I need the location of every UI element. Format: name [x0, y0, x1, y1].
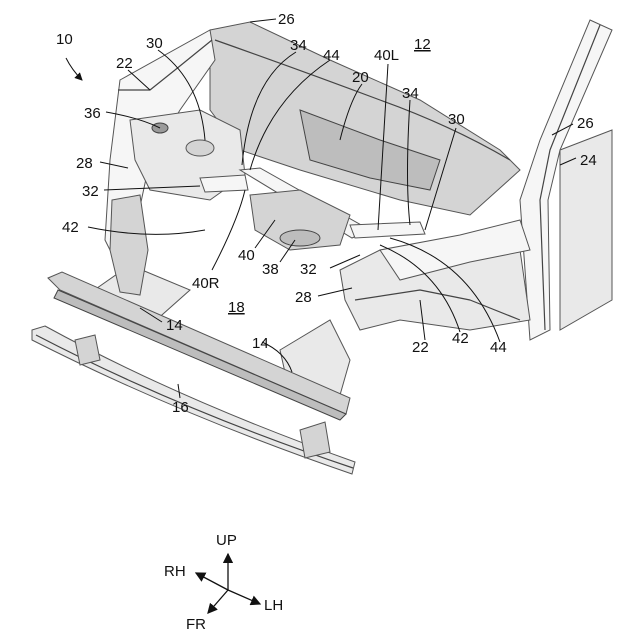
- ref-34-left: 34: [290, 37, 307, 54]
- bracket-left: [75, 335, 100, 365]
- direction-indicator: UP RH LH FR: [164, 532, 283, 633]
- ref-22-upper: 22: [116, 55, 133, 72]
- axis-fr-arrow: [208, 590, 228, 613]
- vehicle-front-structure: [32, 20, 612, 474]
- ref-40R: 40R: [192, 275, 220, 292]
- ref-30-right: 30: [448, 111, 465, 128]
- tunnel-opening-38: [280, 230, 320, 246]
- ref-40L: 40L: [374, 47, 399, 64]
- ref-18: 18: [228, 299, 245, 316]
- ref-44-upper: 44: [323, 47, 340, 64]
- ref-36: 36: [84, 105, 101, 122]
- ref-42-right: 42: [452, 330, 469, 347]
- axis-fr-label: FR: [186, 616, 206, 633]
- ref-32-left: 32: [82, 183, 99, 200]
- ref-28-left: 28: [76, 155, 93, 172]
- axis-up-label: UP: [216, 532, 237, 549]
- ref-28-right: 28: [295, 289, 312, 306]
- dash-panel: [210, 22, 520, 215]
- axis-rh-label: RH: [164, 563, 186, 580]
- ref-12: 12: [414, 36, 431, 53]
- ref-14-left: 14: [166, 317, 183, 334]
- ref-22-lower: 22: [412, 339, 429, 356]
- ref-26-right: 26: [577, 115, 594, 132]
- bracket-right: [300, 422, 330, 458]
- ref-32-right: 32: [300, 261, 317, 278]
- axis-rh-arrow: [196, 573, 228, 590]
- ref-20: 20: [352, 69, 369, 86]
- leader-10-arrow: [66, 58, 82, 80]
- ref-14-right: 14: [252, 335, 269, 352]
- axis-lh-arrow: [228, 590, 260, 604]
- axis-lh-label: LH: [264, 597, 283, 614]
- brace-40R: [200, 175, 248, 192]
- ref-40: 40: [238, 247, 255, 264]
- ref-44-lower: 44: [490, 339, 507, 356]
- leader-26-top: [250, 19, 276, 22]
- ref-24: 24: [580, 152, 597, 169]
- ref-30-left: 30: [146, 35, 163, 52]
- ref-16: 16: [172, 399, 189, 416]
- ref-10: 10: [56, 31, 73, 48]
- strut-mount-left: [186, 140, 214, 156]
- ref-26-top: 26: [278, 11, 295, 28]
- ref-42-left: 42: [62, 219, 79, 236]
- ref-34-right: 34: [402, 85, 419, 102]
- ref-38: 38: [262, 261, 279, 278]
- brace-40L-diagonal: [350, 222, 425, 238]
